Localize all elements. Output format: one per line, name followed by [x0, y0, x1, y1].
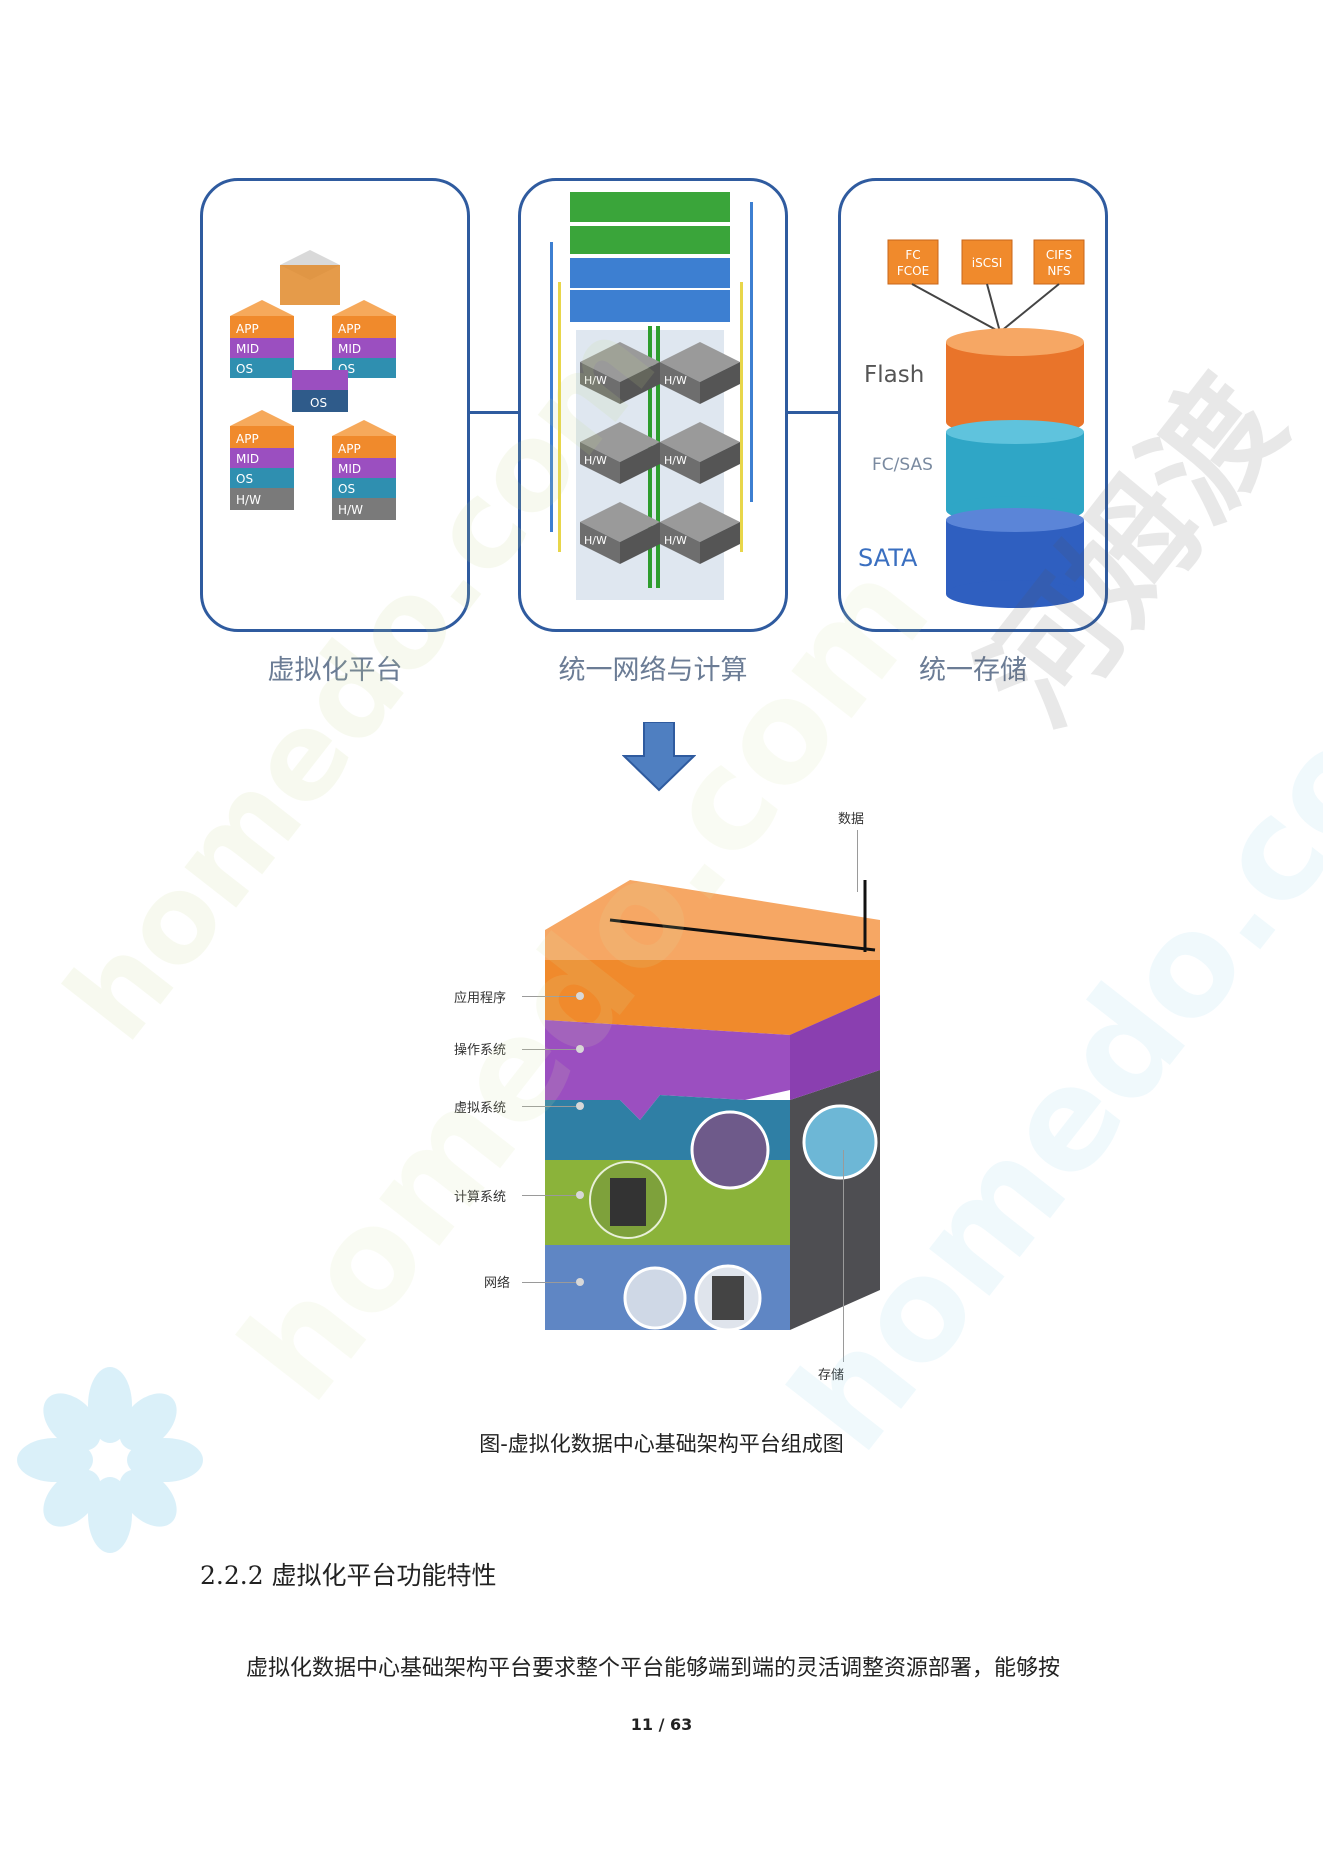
hw-label: H/W [664, 534, 687, 547]
network-device-photo [623, 1266, 687, 1330]
layered-infrastructure-illustration [545, 880, 880, 1332]
body-paragraph: 虚拟化数据中心基础架构平台要求整个平台能够端到端的灵活调整资源部署，能够按 [246, 1656, 1061, 1681]
svg-text:CIFS: CIFS [1046, 248, 1072, 262]
leader-dot [576, 1102, 584, 1110]
mid-layer-label: MID [338, 462, 361, 476]
protocol-box: FC FCOE [887, 239, 939, 285]
app-layer-label: APP [236, 322, 259, 336]
flower-logo-icon [17, 1367, 203, 1553]
connector-line [470, 411, 518, 414]
leader-line-data [857, 830, 858, 892]
server-node: H/W [660, 422, 740, 484]
server-node: H/W [580, 342, 660, 404]
tier-label-fcsas: FC/SAS [872, 455, 933, 475]
protocol-box: CIFS NFS [1033, 239, 1085, 285]
hw-label: H/W [584, 534, 607, 547]
vm-stack: APP MID OS H/W [332, 420, 396, 520]
figure-caption: 图-虚拟化数据中心基础架构平台组成图 [479, 1432, 844, 1456]
protocol-box: iSCSI [961, 239, 1013, 285]
hw-layer-label: H/W [338, 503, 363, 517]
leader-line [522, 1106, 576, 1107]
hw-label: H/W [664, 454, 687, 467]
leader-dot [576, 1278, 584, 1286]
unified-storage-illustration: FC FCOE iSCSI CIFS NFS Flash FC/SAS SATA [858, 239, 1085, 608]
panel-caption-unified-storage: 统一存储 [919, 655, 1027, 686]
flash-tier-cylinder [946, 328, 1084, 436]
os-layer-label: OS [310, 396, 327, 410]
switch-blue [570, 258, 730, 288]
label-data: 数据 [838, 812, 865, 827]
label-network: 网络 [484, 1276, 511, 1291]
leader-line [522, 1195, 576, 1196]
sata-tier-cylinder [946, 508, 1084, 608]
vm-stack: APP MID OS H/W [230, 410, 294, 510]
leader-dot [576, 1191, 584, 1199]
vm-stack: APP MID OS [332, 300, 396, 378]
datacenter-photo [690, 1110, 770, 1190]
leader-dot [576, 992, 584, 1000]
server-node: H/W [660, 342, 740, 404]
os-layer-label: OS [236, 472, 253, 486]
mid-layer-label: MID [338, 342, 361, 356]
mid-layer-label: MID [236, 342, 259, 356]
connector-line [788, 411, 838, 414]
vm-stack-back [280, 250, 340, 305]
panel-caption-virtualization: 虚拟化平台 [267, 655, 403, 686]
svg-text:FCOE: FCOE [897, 264, 929, 278]
vm-stack: APP MID OS [230, 300, 294, 378]
network-compute-illustration: H/W H/W H/W H/W H/W H/W [550, 192, 753, 600]
server-node: H/W [660, 502, 740, 564]
vm-stacks-illustration: APP MID OS APP MID OS OS APP MID OS H/W … [230, 250, 396, 520]
app-layer-label: APP [338, 322, 361, 336]
leader-line [522, 996, 576, 997]
app-layer-label: APP [236, 432, 259, 446]
vm-stack-center: OS [292, 370, 348, 412]
switch-green [570, 226, 730, 254]
switch-blue [570, 290, 730, 322]
tier-label-sata: SATA [858, 544, 918, 572]
os-layer-label: OS [236, 362, 253, 376]
label-virtual-system: 虚拟系统 [454, 1101, 507, 1116]
svg-text:FC: FC [905, 248, 920, 262]
leader-line-storage [843, 1150, 844, 1362]
down-arrow-icon [622, 722, 696, 792]
leader-dot [576, 1045, 584, 1053]
svg-text:iSCSI: iSCSI [972, 256, 1003, 270]
hw-label: H/W [584, 454, 607, 467]
label-compute-system: 计算系统 [454, 1190, 507, 1205]
disk-photo [802, 1104, 878, 1180]
leader-line [522, 1049, 576, 1050]
page-number: 11 / 63 [630, 1715, 693, 1734]
leader-line [522, 1282, 576, 1283]
svg-text:NFS: NFS [1047, 264, 1070, 278]
label-application: 应用程序 [454, 991, 507, 1006]
os-layer-label: OS [338, 482, 355, 496]
mid-layer-label: MID [236, 452, 259, 466]
section-heading: 2.2.2 虚拟化平台功能特性 [200, 1561, 497, 1590]
hw-label: H/W [664, 374, 687, 387]
server-node: H/W [580, 422, 660, 484]
panel-caption-network-compute: 统一网络与计算 [558, 655, 748, 686]
app-layer-label: APP [338, 442, 361, 456]
tier-label-flash: Flash [864, 362, 924, 388]
switch-green [570, 192, 730, 222]
hw-layer-label: H/W [236, 493, 261, 507]
hw-label: H/W [584, 374, 607, 387]
label-storage: 存储 [818, 1368, 845, 1383]
server-node: H/W [580, 502, 660, 564]
label-os: 操作系统 [454, 1043, 507, 1058]
